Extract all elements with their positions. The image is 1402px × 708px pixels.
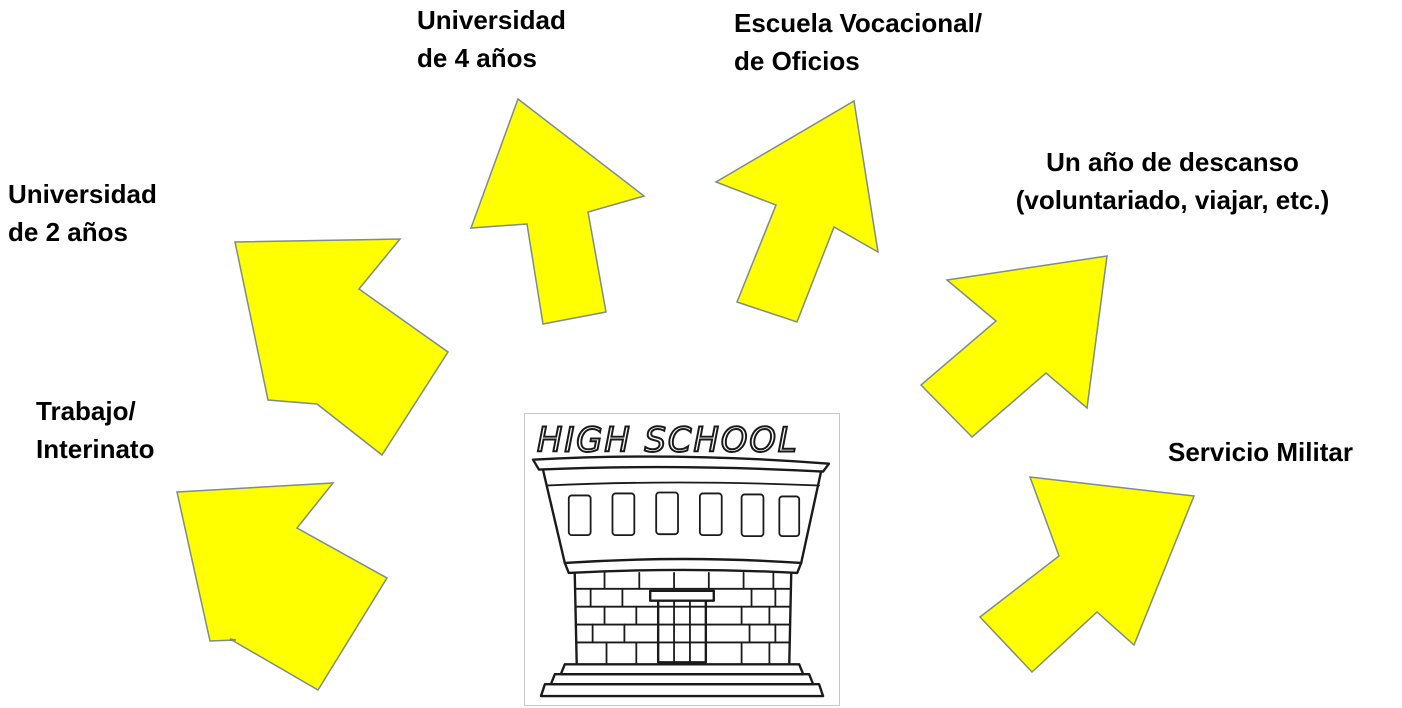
label-trabajo-line-2: Interinato bbox=[36, 434, 155, 464]
label-vocacional: Escuela Vocacional/ de Oficios bbox=[734, 4, 982, 80]
label-trabajo: Trabajo/ Interinato bbox=[36, 392, 154, 468]
label-vocacional-line-2: de Oficios bbox=[734, 46, 860, 76]
label-universidad-4-line-1: Universidad bbox=[417, 5, 566, 35]
label-descanso-line-1: Un año de descanso bbox=[1046, 147, 1299, 177]
label-militar: Servicio Militar bbox=[1168, 433, 1353, 471]
label-trabajo-line-1: Trabajo/ bbox=[36, 396, 136, 426]
label-universidad-2: Universidad de 2 años bbox=[8, 175, 157, 251]
label-universidad-4-line-2: de 4 años bbox=[417, 43, 537, 73]
label-militar-line-1: Servicio Militar bbox=[1168, 437, 1353, 467]
label-descanso: Un año de descanso (voluntariado, viajar… bbox=[980, 143, 1365, 219]
school-sign-text: HIGH SCHOOL bbox=[537, 421, 799, 460]
label-universidad-2-line-1: Universidad bbox=[8, 179, 157, 209]
label-universidad-2-line-2: de 2 años bbox=[8, 217, 128, 247]
label-universidad-4: Universidad de 4 años bbox=[417, 1, 566, 77]
label-descanso-line-2: (voluntariado, viajar, etc.) bbox=[1015, 185, 1330, 215]
high-school-illustration: HIGH SCHOOL bbox=[524, 413, 840, 706]
label-vocacional-line-1: Escuela Vocacional/ bbox=[734, 8, 983, 38]
high-school-drawing: HIGH SCHOOL bbox=[531, 420, 831, 698]
